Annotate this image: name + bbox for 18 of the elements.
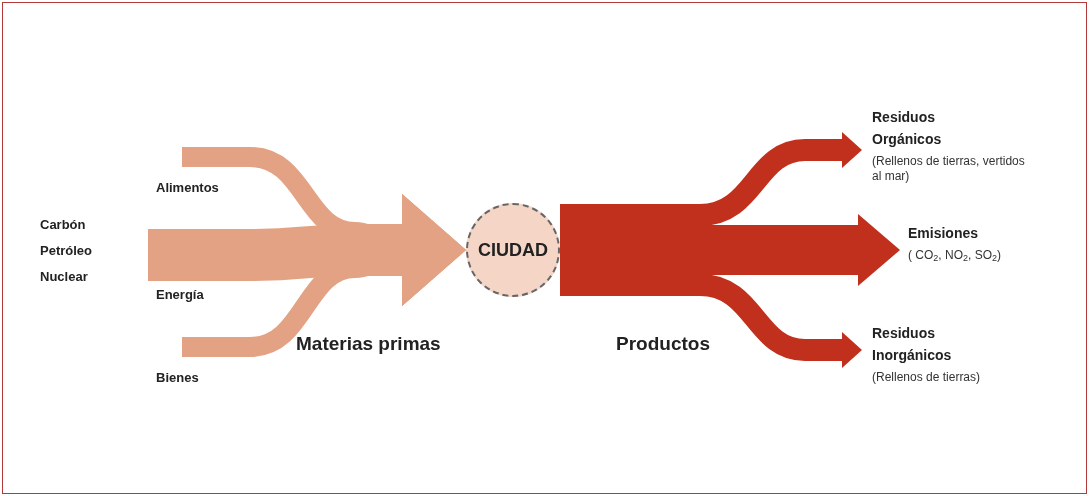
output-heading: Emisiones — [908, 224, 980, 243]
energy-source-label: Carbón — [40, 216, 87, 234]
output-note: ( CO$_{2}$, NO$_{2}$, SO$_{2}$) — [908, 248, 1003, 263]
flow-arrow — [182, 194, 466, 357]
edge-label: Bienes — [156, 369, 199, 387]
output-heading: Residuos Inorgánicos — [872, 324, 953, 365]
flow-title: Productos — [616, 332, 710, 356]
flow-title: Materias primas — [296, 332, 441, 356]
output-note: (Rellenos de tierras) — [872, 370, 982, 385]
edge-label: Alimentos — [156, 179, 219, 197]
energy-source-label: Nuclear — [40, 268, 89, 286]
edge-label: Energía — [156, 286, 204, 304]
output-heading: Residuos Orgánicos — [872, 108, 943, 149]
flow-arrow — [560, 274, 862, 368]
energy-source-label: Petróleo — [40, 242, 93, 260]
flow-arrow — [560, 132, 862, 226]
output-note: (Rellenos de tierras, vertidos al mar) — [872, 154, 1026, 184]
city-label: CIUDAD — [478, 238, 548, 262]
